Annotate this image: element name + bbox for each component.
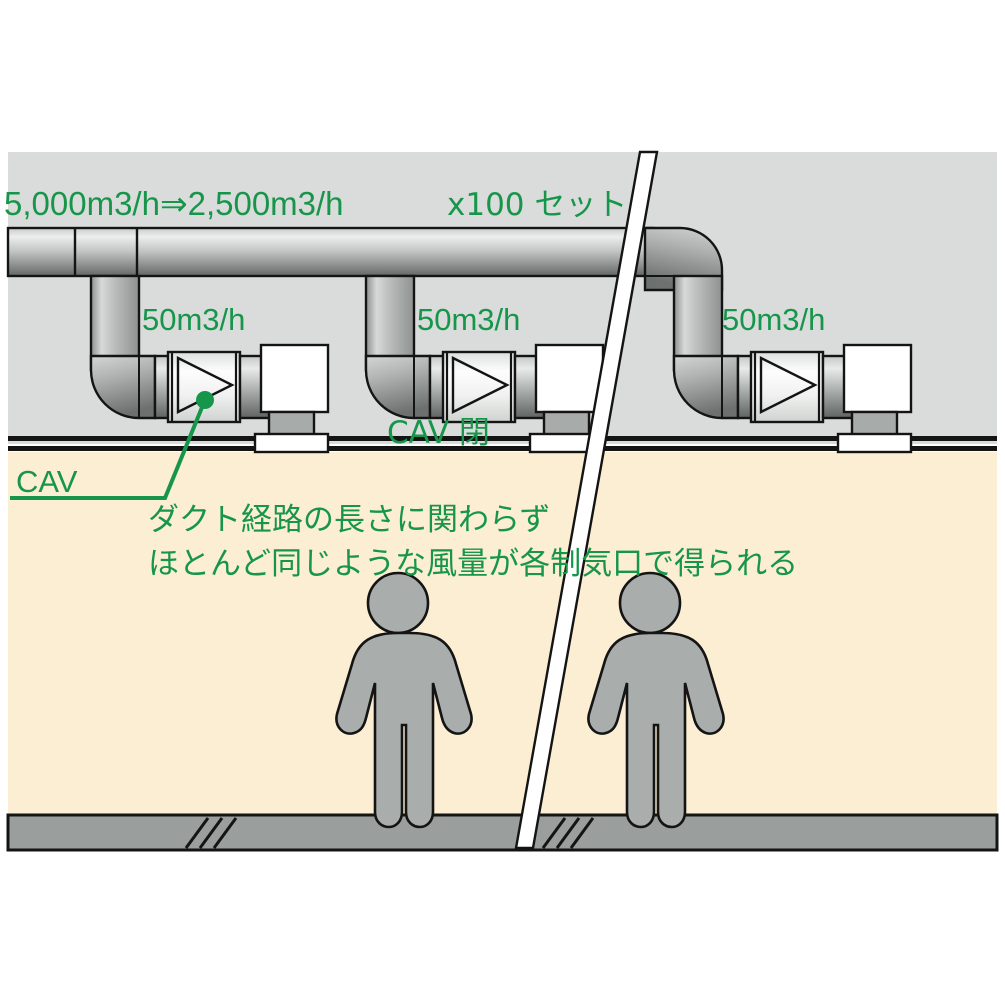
main-supply-duct [6, 226, 655, 278]
floor-break-marks-right [541, 817, 595, 849]
cav-callout-dot [196, 391, 214, 409]
floor-slab [6, 813, 999, 852]
diagonal-break-line [514, 150, 659, 850]
diffuser-face-1 [253, 432, 330, 454]
label-set-count: x100 セット [447, 187, 627, 223]
branch-assembly-2 [364, 274, 605, 454]
ceiling-diffuser-box-2 [534, 343, 605, 414]
cav-callout-leader [10, 399, 207, 500]
person-figure-right [587, 571, 725, 829]
cav-flow-triangle-2 [451, 356, 510, 414]
floor-break-marks-left [184, 817, 238, 849]
ceiling-diffuser-box-3 [842, 343, 913, 414]
label-cav-callout: CAV [16, 464, 78, 499]
branch-assembly-3 [672, 274, 913, 454]
label-branch-flow-1: 50m3/h [142, 302, 245, 337]
label-branch-flow-3: 50m3/h [722, 302, 825, 337]
cav-flow-triangle-3 [759, 356, 818, 414]
ceiling-line-lower [8, 446, 997, 451]
person-figure-left [335, 571, 473, 829]
branch-assembly-1 [89, 274, 330, 454]
room-area [8, 452, 997, 815]
ceiling-diffuser-box-1 [259, 343, 330, 414]
diffuser-face-3 [836, 432, 913, 454]
label-branch-flow-2: 50m3/h [417, 302, 520, 337]
label-note-line-2: ほとんど同じような風量が各制気口で得られる [148, 546, 798, 582]
label-note-line-1: ダクト経路の長さに関わらず [148, 502, 550, 538]
label-main-flow: 5,000m3/h⇒2,500m3/h [4, 185, 344, 222]
ceiling-line-upper [8, 436, 997, 441]
label-cav-closed: CAV 閉 [387, 415, 490, 451]
